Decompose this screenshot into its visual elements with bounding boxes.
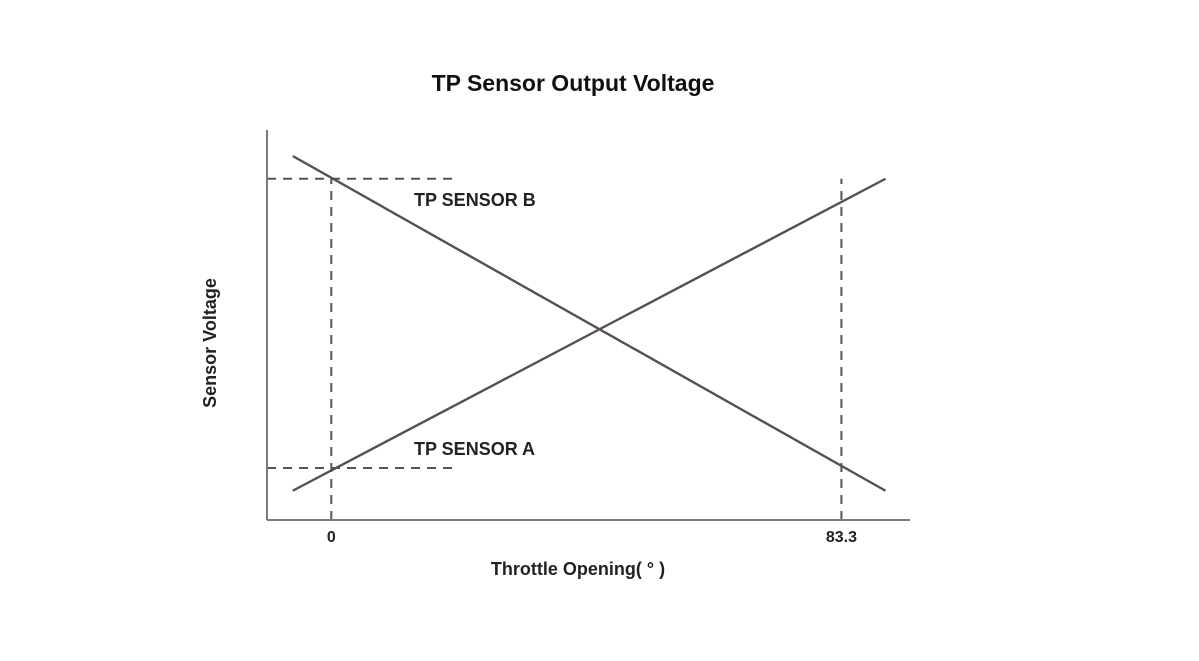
x-axis-label: Throttle Opening( ° ) xyxy=(491,559,665,579)
series-lines xyxy=(292,154,887,492)
x-tick-label: 0 xyxy=(327,529,336,546)
x-tick-label: 83.3 xyxy=(826,529,857,546)
series-label-tp-sensor-b: TP SENSOR B xyxy=(414,190,536,210)
series-line-tp-sensor-a xyxy=(292,177,887,492)
series-label-tp-sensor-a: TP SENSOR A xyxy=(414,439,535,459)
series-line-tp-sensor-b xyxy=(292,154,887,492)
y-axis-label: Sensor Voltage xyxy=(200,278,220,408)
reference-lines xyxy=(267,177,843,520)
series-labels: TP SENSOR B TP SENSOR A xyxy=(414,190,536,459)
chart-title: TP Sensor Output Voltage xyxy=(432,70,715,96)
